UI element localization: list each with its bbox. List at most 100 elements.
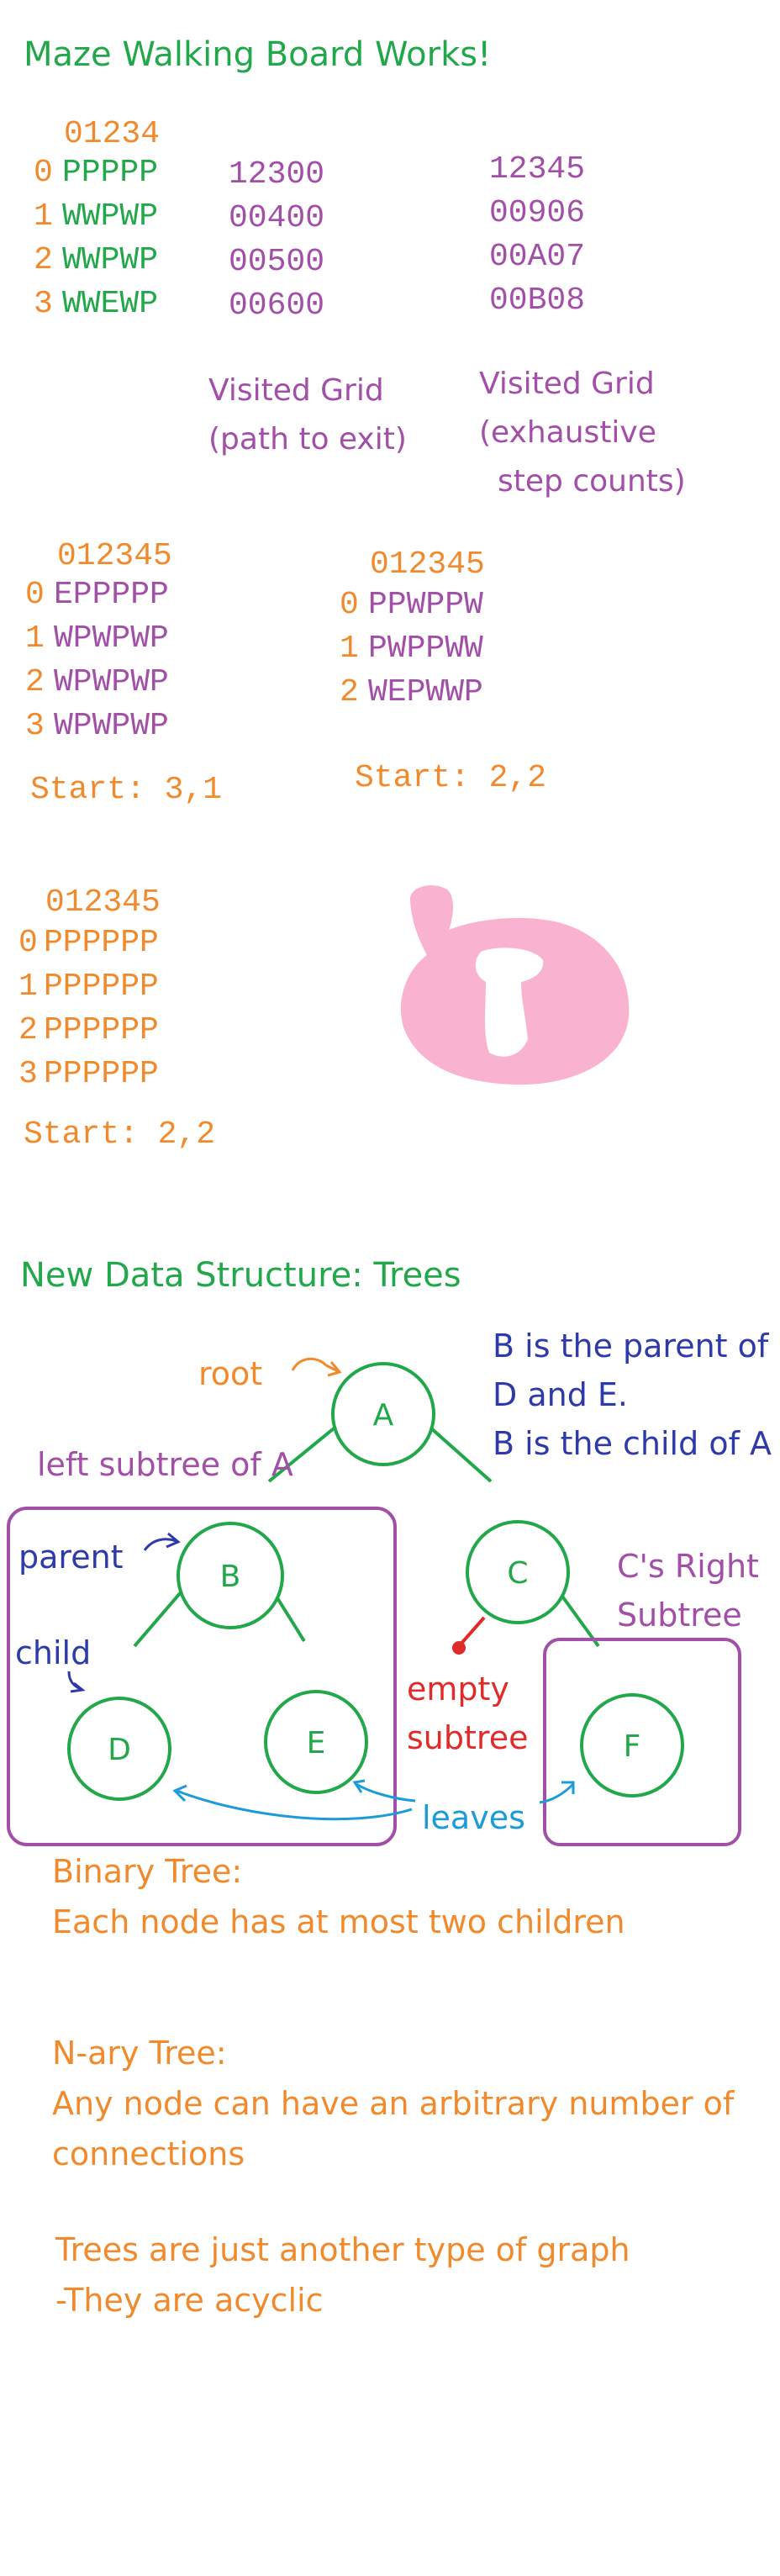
node-a [331,1362,435,1466]
parent-child-note: B is the parent of D and E. B is the chi… [493,1322,772,1468]
board-row: WWPWP [62,242,159,278]
empty-subtree-label: empty subtree [407,1665,528,1762]
visited-exhaustive-grid: 12345 00906 00A07 00B08 [489,148,585,323]
visited-row: 12300 [229,156,325,193]
grid-row-labels: 0 1 2 3 [18,921,38,1096]
leaves-label: leaves [422,1799,525,1836]
right-subtree-box [543,1638,741,1846]
row-label: 2 [18,1012,38,1048]
node-e [264,1690,368,1794]
row-label: 1 [18,969,38,1005]
tree-diagram: A B C D E F [7,1357,741,1846]
row-label: 0 [34,155,53,191]
grid-row-labels: 0 1 2 [340,583,359,715]
c-right-subtree-label: C's Right Subtree [617,1542,759,1639]
row-label: 2 [34,242,53,278]
node-label: F [624,1729,641,1764]
row-label: 1 [34,198,53,235]
row-label: 3 [18,1056,38,1092]
left-subtree-label: left subtree of A [37,1446,293,1483]
definition-heading: N-ary Tree: [52,2035,227,2072]
grid-col-header: 012345 [370,546,485,583]
row-label: 3 [25,708,45,744]
board-col-header: 01234 [64,116,161,152]
visited-row: 00A07 [489,239,586,275]
leaves-arrowhead-e [352,1779,366,1793]
node-label: A [373,1398,394,1433]
visited-row: 00B08 [489,282,586,319]
row-label: 2 [340,674,359,710]
row-label: 0 [18,925,38,961]
board-row: WWEWP [62,286,159,322]
note-line: D and E. [493,1376,628,1413]
row-label: 0 [340,587,359,623]
graph-note: Trees are just another type of graph -Th… [55,2225,630,2325]
nary-tree-definition: N-ary Tree: Any node can have an arbitra… [52,2028,734,2179]
grid-row: PWPPWW [368,631,483,667]
row-label: 2 [25,664,45,700]
definition-heading: Binary Tree: [52,1853,243,1890]
visited-row: 00906 [489,195,586,231]
grid-row: EPPPPP [54,577,169,613]
grid-row: WEPWWP [368,674,483,710]
grid-row: PPPPPP [44,1012,159,1048]
board-row: PPPPP [62,155,159,191]
board-row-labels: 0 1 2 3 [34,151,53,326]
visited-path-caption: Visited Grid (path to exit) [208,367,407,464]
definition-text: connections [52,2135,245,2172]
visited-row: 00500 [229,244,325,280]
node-label: C [507,1556,528,1591]
pink-scribble [400,885,630,1085]
visited-row: 12345 [489,151,586,187]
caption-line: Visited Grid [479,367,655,401]
node-label: E [307,1726,326,1760]
child-arrowhead [70,1681,86,1693]
label-line: C's Right [617,1548,759,1585]
empty-subtree-line [457,1616,486,1648]
leaves-arrow-d [176,1789,413,1821]
grid-col-header: 012345 [45,884,161,921]
row-label: 1 [340,631,359,667]
node-c [466,1520,570,1624]
grid-row: PPPPPP [44,969,159,1005]
grid-rows: PPPPPP PPPPPP PPPPPP PPPPPP [44,921,159,1096]
child-label: child [15,1634,92,1671]
label-line: empty [407,1671,509,1708]
caption-line: step counts) [498,464,686,499]
root-arrowhead [327,1361,342,1377]
row-label: 0 [25,577,45,613]
grid-row: WPWPWP [54,708,169,744]
grid-row: PPPPPP [44,1056,159,1092]
visited-path-grid: 12300 00400 00500 00600 [229,153,324,328]
caption-line: Visited Grid [208,373,384,408]
row-label: 3 [34,286,53,322]
node-d [67,1697,171,1801]
leaves-arrow-f [539,1782,575,1804]
leaves-arrow-e [356,1782,416,1803]
definition-text: Any node can have an arbitrary number of [52,2085,735,2122]
node-label: B [220,1560,241,1594]
trees-title: New Data Structure: Trees [20,1256,461,1295]
grid-row-labels: 0 1 2 3 [25,573,45,748]
grid-rows: PPWPPW PWPPWW WEPWWP [368,583,483,715]
grid-start: Start: 2,2 [24,1116,216,1153]
label-line: Subtree [617,1597,742,1634]
root-arrow [291,1357,340,1374]
label-line: subtree [407,1719,529,1756]
grid-rows: EPPPPP WPWPWP WPWPWP WPWPWP [54,573,169,748]
note-line: B is the child of A [493,1425,772,1462]
pink-blob [400,885,630,1085]
note-line: B is the parent of [493,1328,769,1365]
board-row: WWPWP [62,198,159,235]
node-label: D [108,1733,131,1767]
caption-line: (exhaustive [479,415,656,450]
visited-row: 00600 [229,288,325,324]
visited-row: 00400 [229,200,325,236]
grid-row: WPWPWP [54,664,169,700]
caption-line: (path to exit) [208,422,407,457]
left-subtree-box [7,1507,397,1846]
parent-arrowhead [166,1532,181,1549]
grid-start: Start: 2,2 [355,760,547,796]
node-f [580,1693,684,1797]
maze-title: Maze Walking Board Works! [24,35,492,74]
